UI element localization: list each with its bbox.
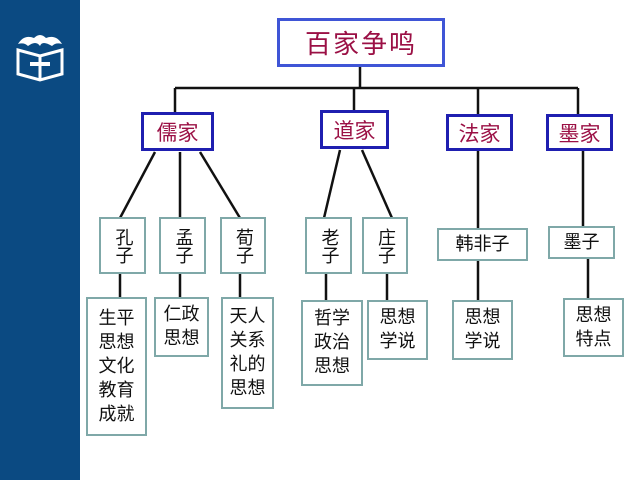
detail-kongzi: 生平 思想 文化 教育 成就: [86, 297, 147, 436]
thinker-name: 孟子: [172, 227, 194, 264]
school-mohism: 墨家: [546, 114, 613, 151]
thinker-zhuangzi: 庄子: [362, 217, 408, 274]
title-box: 百家争鸣: [277, 18, 445, 67]
detail-xunzi: 天人 关系 礼的 思想: [221, 297, 274, 409]
thinker-mozi: 墨子: [548, 226, 615, 259]
detail-hanfeizi: 思想 学说: [452, 300, 513, 360]
sidebar: [0, 0, 80, 480]
thinker-laozi: 老子: [305, 217, 352, 274]
thinker-hanfeizi: 韩非子: [437, 228, 528, 261]
detail-mengzi: 仁政 思想: [154, 297, 209, 357]
thinker-name: 荀子: [233, 227, 254, 264]
thinker-name: 孔子: [112, 227, 134, 264]
book-dragon-logo-icon: [16, 35, 64, 82]
thinker-mengzi: 孟子: [159, 217, 206, 274]
detail-mozi: 思想 特点: [563, 298, 624, 357]
thinker-name: 庄子: [375, 227, 396, 264]
school-daoism: 道家: [320, 110, 389, 149]
school-legalism: 法家: [446, 114, 513, 151]
detail-zhuangzi: 思想 学说: [367, 300, 428, 360]
thinker-name: 老子: [318, 227, 340, 264]
thinker-kongzi: 孔子: [99, 217, 146, 274]
detail-laozi: 哲学 政治 思想: [301, 300, 363, 386]
thinker-xunzi: 荀子: [220, 217, 266, 274]
school-confucianism: 儒家: [141, 112, 214, 151]
